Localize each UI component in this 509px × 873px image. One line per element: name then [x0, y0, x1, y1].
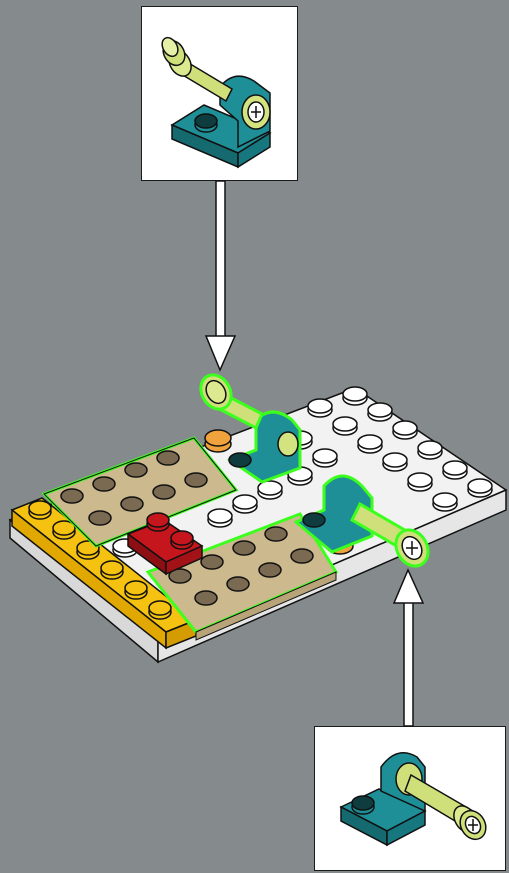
- arrow-down: [206, 181, 235, 370]
- arrow-up: [394, 570, 423, 726]
